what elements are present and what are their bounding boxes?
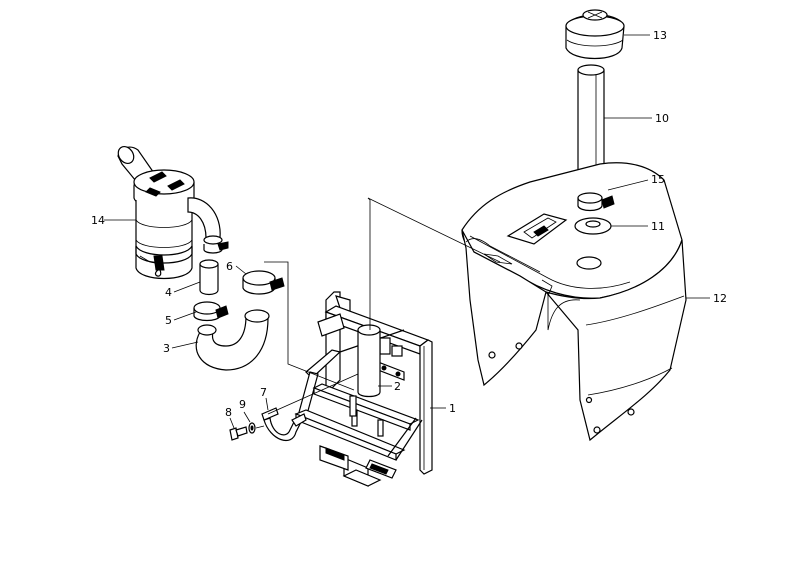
part-13-air-cap: [565, 9, 625, 59]
callout-12: 12: [713, 292, 727, 305]
part-14-air-cleaner: [117, 146, 229, 279]
callout-8: 8: [225, 406, 232, 419]
callout-3: 3: [163, 342, 170, 355]
part-12-hood: [461, 162, 687, 442]
callout-7: 7: [260, 386, 267, 399]
part-5-clamp: [193, 301, 229, 322]
callout-1: 1: [449, 402, 456, 415]
callout-11: 11: [651, 220, 665, 233]
callout-labels: 13 10 15 11 12 1 2 14 4 5 3 6 7 9 8: [91, 29, 727, 419]
callout-10: 10: [655, 112, 669, 125]
leader-lines: [104, 34, 710, 429]
part-4-short-hose: [199, 259, 219, 296]
callout-4: 4: [165, 286, 172, 299]
part-3-elbow-hose: [195, 309, 270, 371]
part-15-clamp: [577, 192, 615, 212]
part-2-pipe: [357, 324, 381, 398]
assembly-lines: [255, 197, 501, 429]
callout-5: 5: [165, 314, 172, 327]
part-9-washer: [248, 422, 256, 434]
callout-15: 15: [651, 173, 665, 186]
part-11-washer: [574, 217, 612, 235]
callout-13: 13: [653, 29, 667, 42]
callout-14: 14: [91, 214, 105, 227]
part-6-clamp: [242, 270, 285, 295]
part-8-bolt: [229, 426, 248, 441]
callout-9: 9: [239, 398, 246, 411]
callout-2: 2: [394, 380, 401, 393]
callout-6: 6: [226, 260, 233, 273]
